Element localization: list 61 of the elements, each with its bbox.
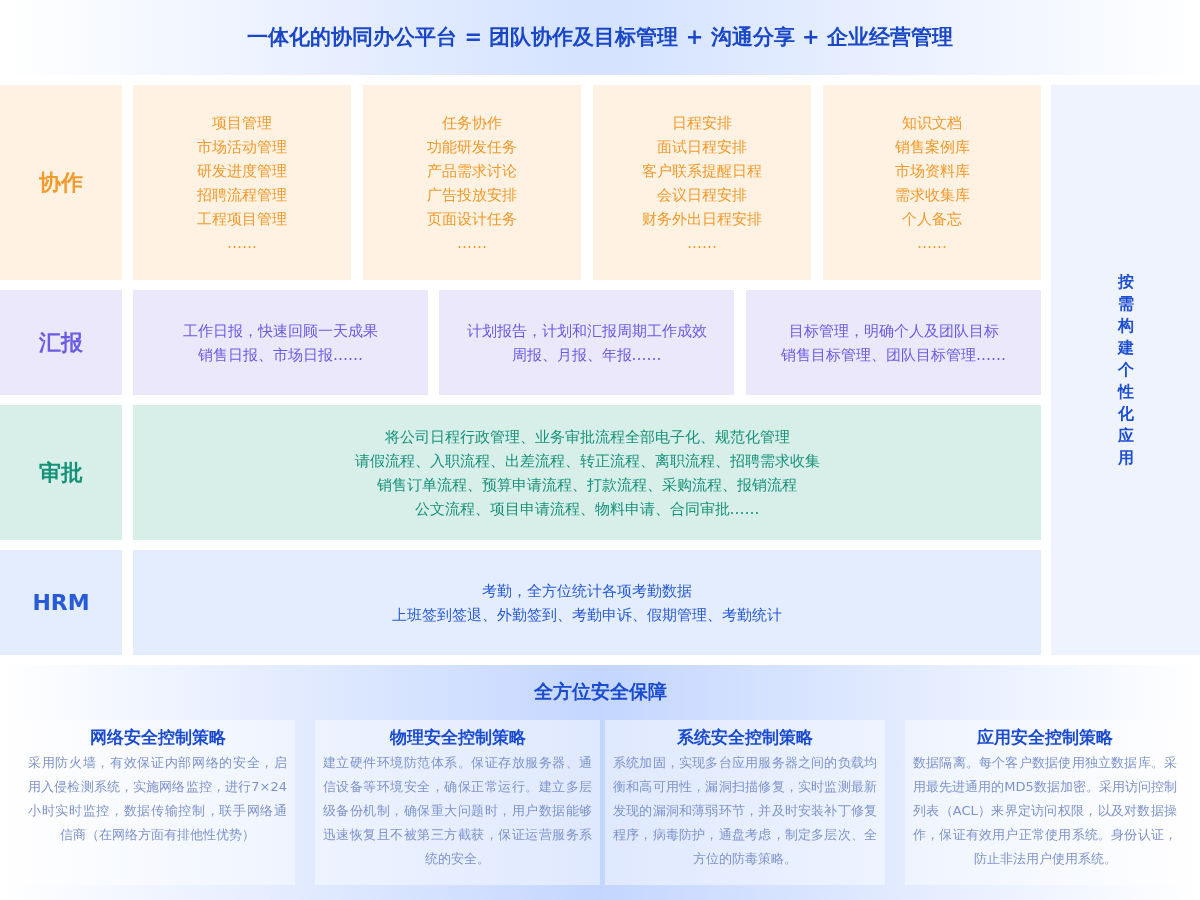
feature-item: 知识文档 — [902, 112, 962, 134]
feature-box — [363, 85, 581, 280]
feature-item: …… — [457, 232, 487, 254]
feature-item: …… — [227, 232, 257, 254]
feature-item: 销售订单流程、预算申请流程、打款流程、采购流程、报销流程 — [377, 474, 797, 496]
policy-text: 采用防火墙，有效保证内部网络的安全，启用入侵检测系统，实施网络监控，进行7×24小时实时监控，数据传输控制，联手网络通信商（在网络方面有排他性优势） — [28, 754, 287, 844]
feature-item: 财务外出日程安排 — [642, 208, 762, 230]
feature-item: 上班签到签退、外勤签到、考勤申诉、假期管理、考勤统计 — [392, 604, 782, 626]
feature-item: 日程安排 — [672, 112, 732, 134]
feature-item: 客户联系提醒日程 — [642, 160, 762, 182]
feature-item: 项目管理 — [212, 112, 272, 134]
feature-item: 目标管理，明确个人及团队目标 — [788, 320, 999, 342]
feature-item: 周报、月报、年报…… — [511, 344, 662, 366]
feature-item: 个人备忘 — [902, 208, 962, 230]
feature-item: 需求收集库 — [894, 184, 970, 206]
feature-box — [593, 85, 811, 280]
feature-box — [133, 405, 1041, 540]
feature-item: 任务协作 — [442, 112, 502, 134]
feature-item: 销售案例库 — [894, 136, 970, 158]
feature-item: 考勤，全方位统计各项考勤数据 — [482, 580, 692, 602]
section-heading: 全方位安全保障 — [533, 679, 667, 704]
feature-item: 页面设计任务 — [427, 208, 517, 230]
feature-item: 计划报告，计划和汇报周期工作成效 — [466, 320, 707, 342]
feature-item: 请假流程、入职流程、出差流程、转正流程、离职流程、招聘需求收集 — [354, 450, 820, 472]
policy-heading: 系统安全控制策略 — [677, 726, 813, 749]
feature-box — [133, 85, 351, 280]
feature-item: 研发进度管理 — [197, 160, 287, 182]
row-heading: HRM — [32, 590, 90, 615]
policy-panel — [315, 720, 600, 885]
feature-item: 销售日报、市场日报…… — [198, 344, 363, 366]
row-heading: 协作 — [39, 168, 83, 197]
policy-text: 建立硬件环境防范体系。保证存放服务器、通信设备等环境安全，确保正常运行。建立多层级备份机制，确保重大问题时，用户数据能够迅速恢复且不被第三方截获，保证运营服务系统的安全。 — [323, 754, 592, 868]
feature-item: 公文流程、项目申请流程、物料申请、合同审批…… — [414, 498, 760, 520]
row-label-box — [0, 550, 122, 655]
feature-item: 工作日报，快速回顾一天成果 — [183, 320, 378, 342]
feature-item: 市场资料库 — [894, 160, 970, 182]
row-heading: 审批 — [39, 458, 83, 487]
feature-item: 产品需求讨论 — [427, 160, 517, 182]
feature-item: 会议日程安排 — [657, 184, 747, 206]
policy-heading: 物理安全控制策略 — [389, 726, 526, 749]
feature-box — [823, 85, 1041, 280]
feature-item: …… — [687, 232, 717, 254]
feature-item: 面试日程安排 — [657, 136, 747, 158]
policy-heading: 网络安全控制策略 — [89, 726, 226, 749]
row-label-box — [0, 405, 122, 540]
row-heading: 汇报 — [39, 328, 83, 357]
side-label: 按需构建个性化应用 — [1117, 271, 1134, 469]
feature-item: 招聘流程管理 — [197, 184, 287, 206]
feature-box — [133, 550, 1041, 655]
feature-item: 工程项目管理 — [197, 208, 287, 230]
feature-item: 销售目标管理、团队目标管理…… — [781, 344, 1006, 366]
feature-item: …… — [917, 232, 947, 254]
policy-text: 数据隔离。每个客户数据使用独立数据库。采用最先进通用的MD5数据加密。采用访问控制列表（ACL）来界定访问权限，以及对数据操作，保证有效用户正常使用系统。身份认证，防止非法用户使用系统。 — [913, 754, 1177, 868]
policy-text: 系统加固，实现多台应用服务器之间的负载均衡和高可用性，漏洞扫描修复，实时监测最新发现的漏洞和薄弱环节，并及时安装补丁修复程序，病毒防护，通盘考虑，制定多层次、全方位的防毒策略。 — [613, 754, 877, 868]
feature-item: 广告投放安排 — [427, 184, 517, 206]
policy-heading: 应用安全控制策略 — [977, 726, 1113, 749]
feature-item: 将公司日程行政管理、业务审批流程全部电子化、规范化管理 — [384, 426, 790, 448]
feature-item: 市场活动管理 — [197, 136, 287, 158]
feature-item: 功能研发任务 — [427, 136, 517, 158]
policy-panel — [605, 720, 885, 885]
row-label-box — [0, 85, 122, 280]
